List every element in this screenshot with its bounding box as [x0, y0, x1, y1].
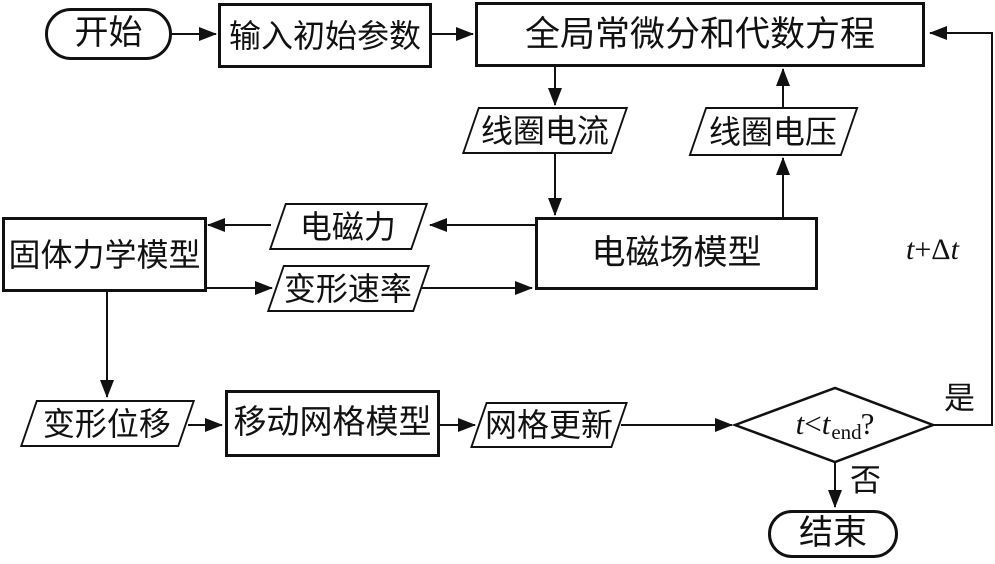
deformation-rate-data: 变形速率 — [266, 265, 431, 312]
coil-current-data: 线圈电流 — [461, 107, 629, 154]
moving-mesh-model-box: 移动网格模型 — [225, 390, 440, 457]
em-force-data: 电磁力 — [268, 203, 429, 250]
yes-branch-label: 是 — [944, 381, 975, 416]
em-force-label: 电磁力 — [300, 208, 397, 245]
time-increment-mid: +Δ — [914, 233, 951, 266]
start-terminator: 开始 — [45, 8, 172, 60]
mesh-update-label: 网格更新 — [484, 407, 613, 443]
end-label: 结束 — [799, 515, 867, 552]
solid-mechanics-model-label: 固体力学模型 — [8, 236, 201, 273]
start-label: 开始 — [74, 15, 143, 52]
end-terminator: 结束 — [768, 510, 898, 558]
mesh-update-data: 网格更新 — [470, 402, 628, 448]
global-equations-label: 全局常微分和代数方程 — [524, 15, 875, 54]
deformation-displacement-data: 变形位移 — [19, 400, 196, 447]
time-increment-post: t — [950, 233, 959, 266]
decision-var2: t — [821, 405, 831, 441]
no-branch-label: 否 — [850, 463, 881, 498]
coil-voltage-label: 线圈电压 — [709, 113, 838, 150]
deformation-displacement-label: 变形位移 — [43, 405, 172, 442]
solid-mechanics-model-box: 固体力学模型 — [2, 217, 207, 292]
input-initial-params-label: 输入初始参数 — [228, 17, 421, 54]
decision-operator: < — [804, 405, 822, 441]
decision-diamond-shape — [731, 386, 937, 464]
coil-current-label: 线圈电流 — [480, 112, 609, 149]
deformation-rate-label: 变形速率 — [284, 270, 413, 307]
time-increment-pre: t — [906, 233, 915, 266]
decision-question-mark: ? — [860, 405, 875, 441]
arrow-decision-yes-loop — [929, 26, 993, 426]
time-increment-label: t+Δt — [906, 235, 959, 265]
em-field-model-box: 电磁场模型 — [535, 217, 818, 290]
coil-voltage-data: 线圈电压 — [688, 107, 859, 156]
moving-mesh-model-label: 移动网格模型 — [233, 405, 432, 441]
em-field-model-label: 电磁场模型 — [591, 234, 762, 272]
decision-var1: t — [795, 405, 805, 441]
global-equations-box: 全局常微分和代数方程 — [475, 2, 925, 67]
input-initial-params-box: 输入初始参数 — [218, 3, 432, 68]
decision-subscript: end — [831, 419, 862, 444]
